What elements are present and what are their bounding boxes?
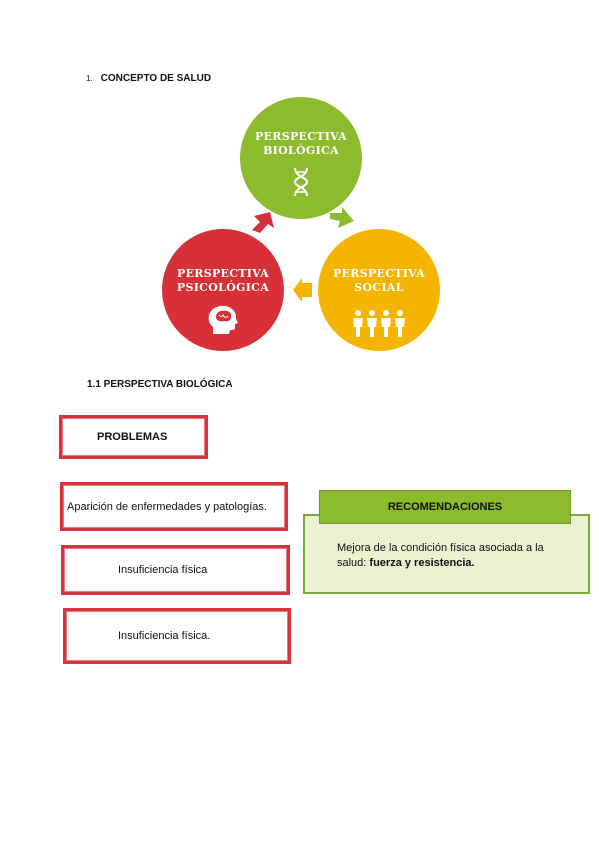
problemas-header-box: PROBLEMAS [59, 415, 208, 459]
arrow-psico-to-bio-icon [252, 212, 274, 233]
section-number: 1. [86, 74, 93, 83]
recomendaciones-panel: RECOMENDACIONES Mejora de la condición f… [303, 490, 590, 594]
brain-head-icon [207, 305, 239, 339]
recomendaciones-body [303, 514, 590, 594]
circle-label-line2: PSICOLÓGICA [176, 281, 270, 294]
arrow-bio-to-social-icon [330, 207, 354, 228]
circle-label-line2: BIOLÓGICA [263, 144, 339, 157]
problema-item: Insuficiencia física [61, 545, 290, 595]
section-heading-concepto: 1. CONCEPTO DE SALUD [86, 73, 211, 84]
recomendaciones-header: RECOMENDACIONES [319, 490, 571, 524]
problema-text: Insuficiencia física. [118, 630, 211, 642]
recomendacion-body-text: Mejora de la condición física asociada a… [337, 542, 544, 569]
dna-icon [292, 167, 310, 201]
problemas-header: PROBLEMAS [97, 431, 168, 443]
section-title: CONCEPTO DE SALUD [100, 73, 212, 84]
circle-label-line1: PERSPECTIVA [177, 267, 269, 280]
circle-label-line2: SOCIAL [354, 281, 404, 294]
circle-label-line1: PERSPECTIVA [333, 267, 425, 280]
recomendaciones-text: Mejora de la condición física asociada a… [337, 541, 567, 571]
arrow-social-to-psico-icon [293, 278, 312, 302]
circle-perspectiva-social: PERSPECTIVA SOCIAL [318, 229, 440, 351]
problema-text: Insuficiencia física [118, 564, 208, 576]
circle-perspectiva-biologica: PERSPECTIVA BIOLÓGICA [240, 97, 362, 219]
recomendaciones-header-label: RECOMENDACIONES [387, 501, 503, 513]
section-heading-biologica: 1.1 PERSPECTIVA BIOLÓGICA [87, 379, 233, 390]
circle-label-line1: PERSPECTIVA [255, 130, 347, 143]
circle-perspectiva-psicologica: PERSPECTIVA PSICOLÓGICA [162, 229, 284, 351]
people-icon [352, 309, 406, 341]
recomendacion-emphasis: fuerza y resistencia. [369, 557, 475, 569]
problema-item: Insuficiencia física. [63, 608, 291, 664]
problema-text: Aparición de enfermedades y patologías. [67, 500, 267, 513]
problema-item: Aparición de enfermedades y patologías. [60, 482, 288, 531]
